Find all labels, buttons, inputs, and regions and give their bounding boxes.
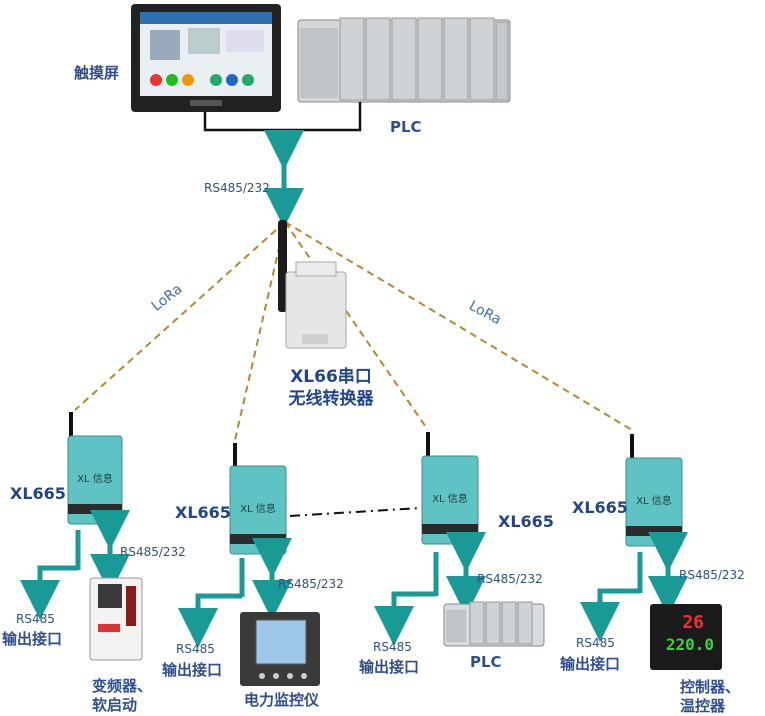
- module-face-text: XL 信息: [636, 494, 672, 507]
- xl665-module-1: XL 信息: [20, 412, 130, 620]
- module-2-out-label-2: 输出接口: [162, 661, 223, 679]
- module-4-device-label-1: 控制器、: [680, 678, 741, 696]
- module-2-out-label-1: RS485: [176, 642, 215, 656]
- module-4-name: XL665: [572, 498, 628, 517]
- module-1-out-label-1: RS485: [16, 612, 55, 626]
- module-4-rs232-label: RS485/232: [679, 568, 745, 582]
- temp-controller-device: 26 220.0: [650, 604, 722, 670]
- xl665-module-3: XL 信息: [374, 432, 486, 646]
- converter-title-line2: 无线转换器: [288, 389, 374, 409]
- module-face-text: XL 信息: [432, 492, 468, 505]
- lora-link-2: [234, 221, 286, 441]
- lora-link-1: [74, 221, 286, 411]
- touchscreen-label: 触摸屏: [74, 64, 120, 82]
- module-4-out-label-2: 输出接口: [560, 655, 621, 673]
- module-face-text: XL 信息: [77, 472, 113, 485]
- lora-link-4: [284, 221, 633, 431]
- display-bottom-value: 220.0: [666, 635, 714, 654]
- module-1-device-label-2: 软启动: [92, 696, 138, 714]
- module-link: [289, 507, 421, 517]
- module-3-rs232-label: RS485/232: [477, 572, 543, 586]
- xl665-module-4: XL 信息: [580, 434, 688, 642]
- converter-title-line1: XL66串口: [290, 367, 372, 387]
- plc-rack-top: [297, 17, 511, 103]
- lora-link-3: [284, 221, 429, 431]
- lora-links: [74, 221, 633, 441]
- module-face-text: XL 信息: [240, 502, 276, 515]
- display-top-value: 26: [682, 612, 704, 633]
- xl66-converter: [278, 220, 347, 349]
- module-3-name: XL665: [498, 512, 554, 531]
- module-1-rs232-label: RS485/232: [120, 545, 186, 559]
- module-4-out-label-1: RS485: [576, 636, 615, 650]
- xl665-module-2: XL 信息: [178, 443, 292, 648]
- module-2-rs232-label: RS485/232: [278, 577, 344, 591]
- module-3-out-label-1: RS485: [373, 640, 412, 654]
- module-1-out-label-2: 输出接口: [2, 630, 63, 648]
- module-3-device-label-1: PLC: [470, 653, 502, 671]
- module-1-device-label-1: 变频器、: [92, 677, 153, 695]
- module-1-name: XL665: [10, 484, 66, 503]
- touchscreen: [131, 4, 281, 112]
- module-2-device-label-1: 电力监控仪: [244, 691, 320, 709]
- top-link-label: RS485/232: [204, 181, 270, 195]
- module-2-name: XL665: [175, 503, 231, 522]
- converter-title: XL66串口 无线转换器: [276, 366, 386, 410]
- module-3-out-label-2: 输出接口: [359, 658, 420, 676]
- power-monitor-device: [240, 612, 320, 686]
- plc-device: [443, 601, 545, 647]
- vfd-device: [89, 577, 143, 661]
- module-4-device-label-2: 温控器: [680, 697, 726, 715]
- plc-top-label: PLC: [390, 118, 422, 136]
